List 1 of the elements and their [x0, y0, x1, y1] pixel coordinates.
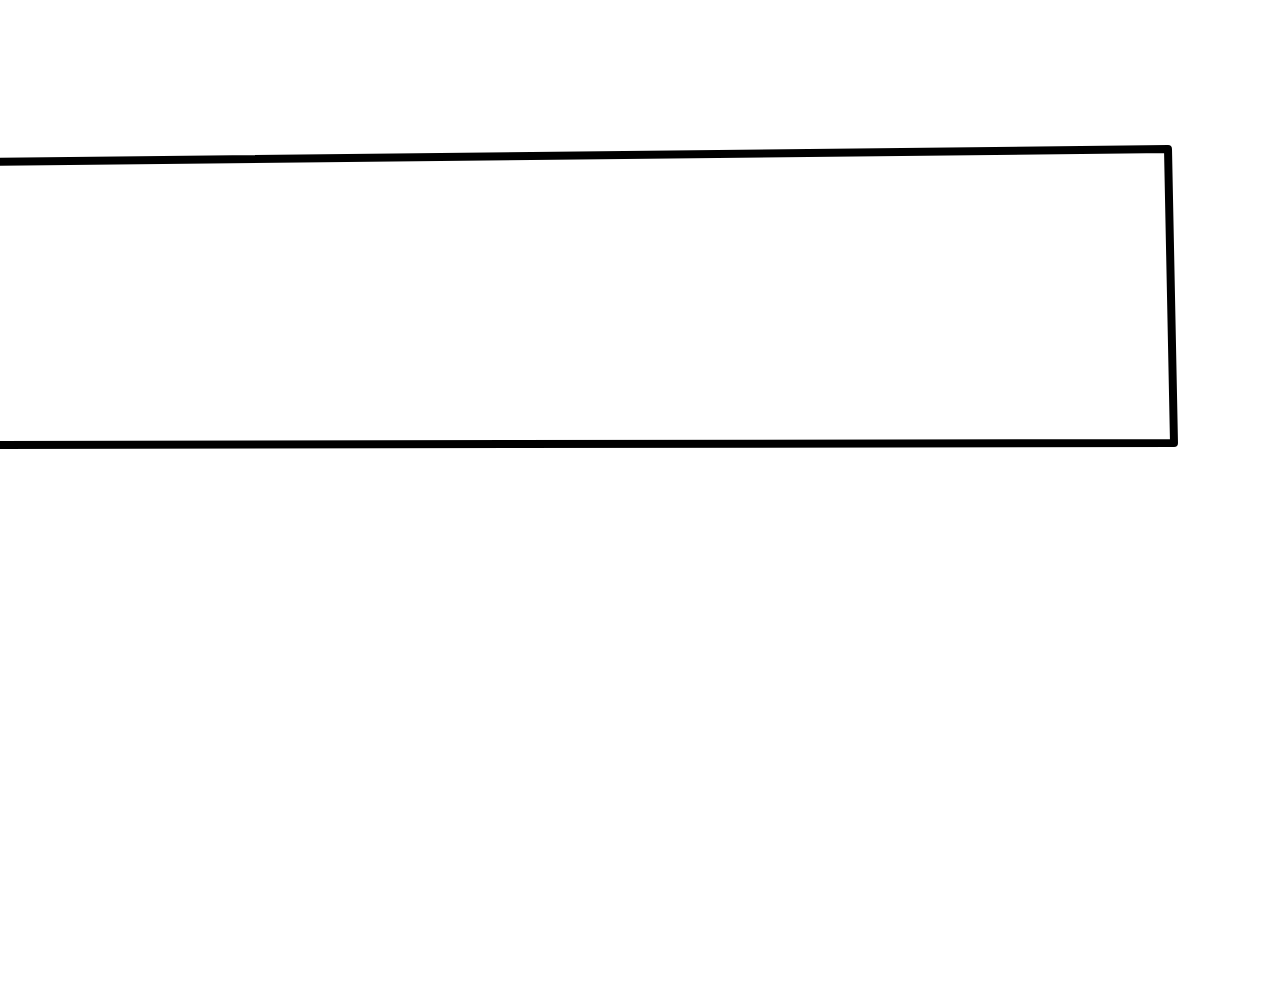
outline-box	[0, 145, 1180, 450]
